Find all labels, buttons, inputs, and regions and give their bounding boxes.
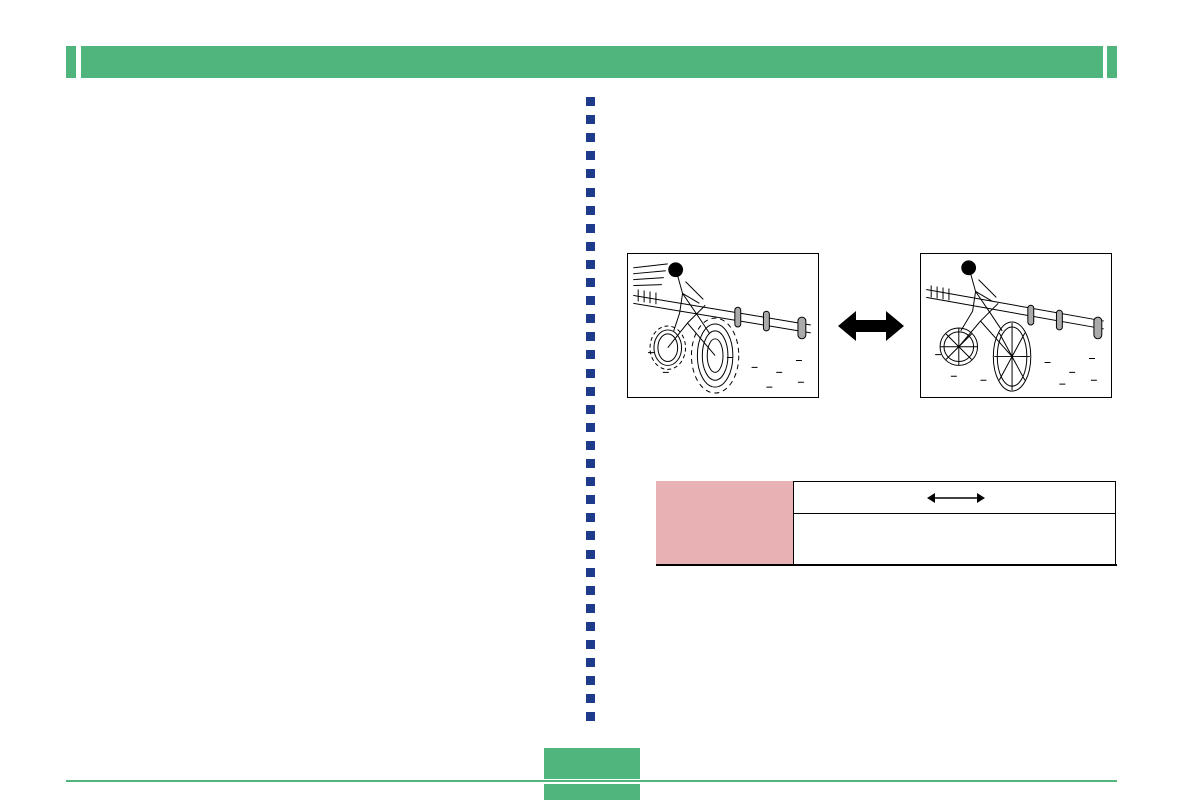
marker-square [586, 712, 595, 721]
marker-square [586, 604, 595, 613]
figure-motion-blurred [627, 253, 819, 398]
marker-square [586, 531, 595, 540]
marker-square [586, 296, 595, 305]
marker-square [586, 568, 595, 577]
figure-frozen-motion [920, 253, 1112, 398]
page-tab-lower [544, 784, 640, 800]
table-row-bottom [793, 513, 1116, 565]
marker-column [586, 97, 596, 727]
marker-square [586, 369, 595, 378]
marker-square [586, 115, 595, 124]
marker-square [586, 278, 595, 287]
marker-square [586, 206, 595, 215]
marker-square [586, 459, 595, 468]
marker-square [586, 314, 595, 323]
marker-square [586, 332, 595, 341]
table-row-top [793, 481, 1116, 513]
swap-arrow [838, 309, 904, 343]
page-tab [544, 748, 640, 779]
double-headed-arrow-icon [838, 311, 904, 341]
thin-double-headed-arrow-icon [927, 493, 985, 503]
marker-square [586, 405, 595, 414]
table-bottom-rule [656, 564, 1117, 566]
header-bar [81, 46, 1103, 78]
marker-square [586, 658, 595, 667]
marker-square [586, 350, 595, 359]
marker-square [586, 260, 595, 269]
marker-square [586, 622, 595, 631]
marker-square [586, 169, 595, 178]
marker-square [586, 97, 595, 106]
marker-square [586, 224, 595, 233]
marker-square [586, 133, 595, 142]
table-label-cell [656, 481, 793, 565]
footer-rule [66, 780, 1117, 782]
marker-square [586, 640, 595, 649]
header-bar-left-segment [66, 46, 76, 78]
marker-square [586, 151, 595, 160]
cyclist-blurred-illustration [633, 262, 811, 394]
marker-square [586, 513, 595, 522]
marker-square [586, 694, 595, 703]
marker-square [586, 441, 595, 450]
cyclist-sharp-illustration [926, 260, 1104, 392]
marker-square [586, 387, 595, 396]
header-bar-right-segment [1107, 46, 1117, 78]
marker-square [586, 586, 595, 595]
marker-square [586, 423, 595, 432]
marker-square [586, 188, 595, 197]
marker-square [586, 550, 595, 559]
setting-table [656, 481, 1117, 566]
marker-square [586, 242, 595, 251]
marker-square [586, 495, 595, 504]
marker-square [586, 676, 595, 685]
marker-square [586, 477, 595, 486]
